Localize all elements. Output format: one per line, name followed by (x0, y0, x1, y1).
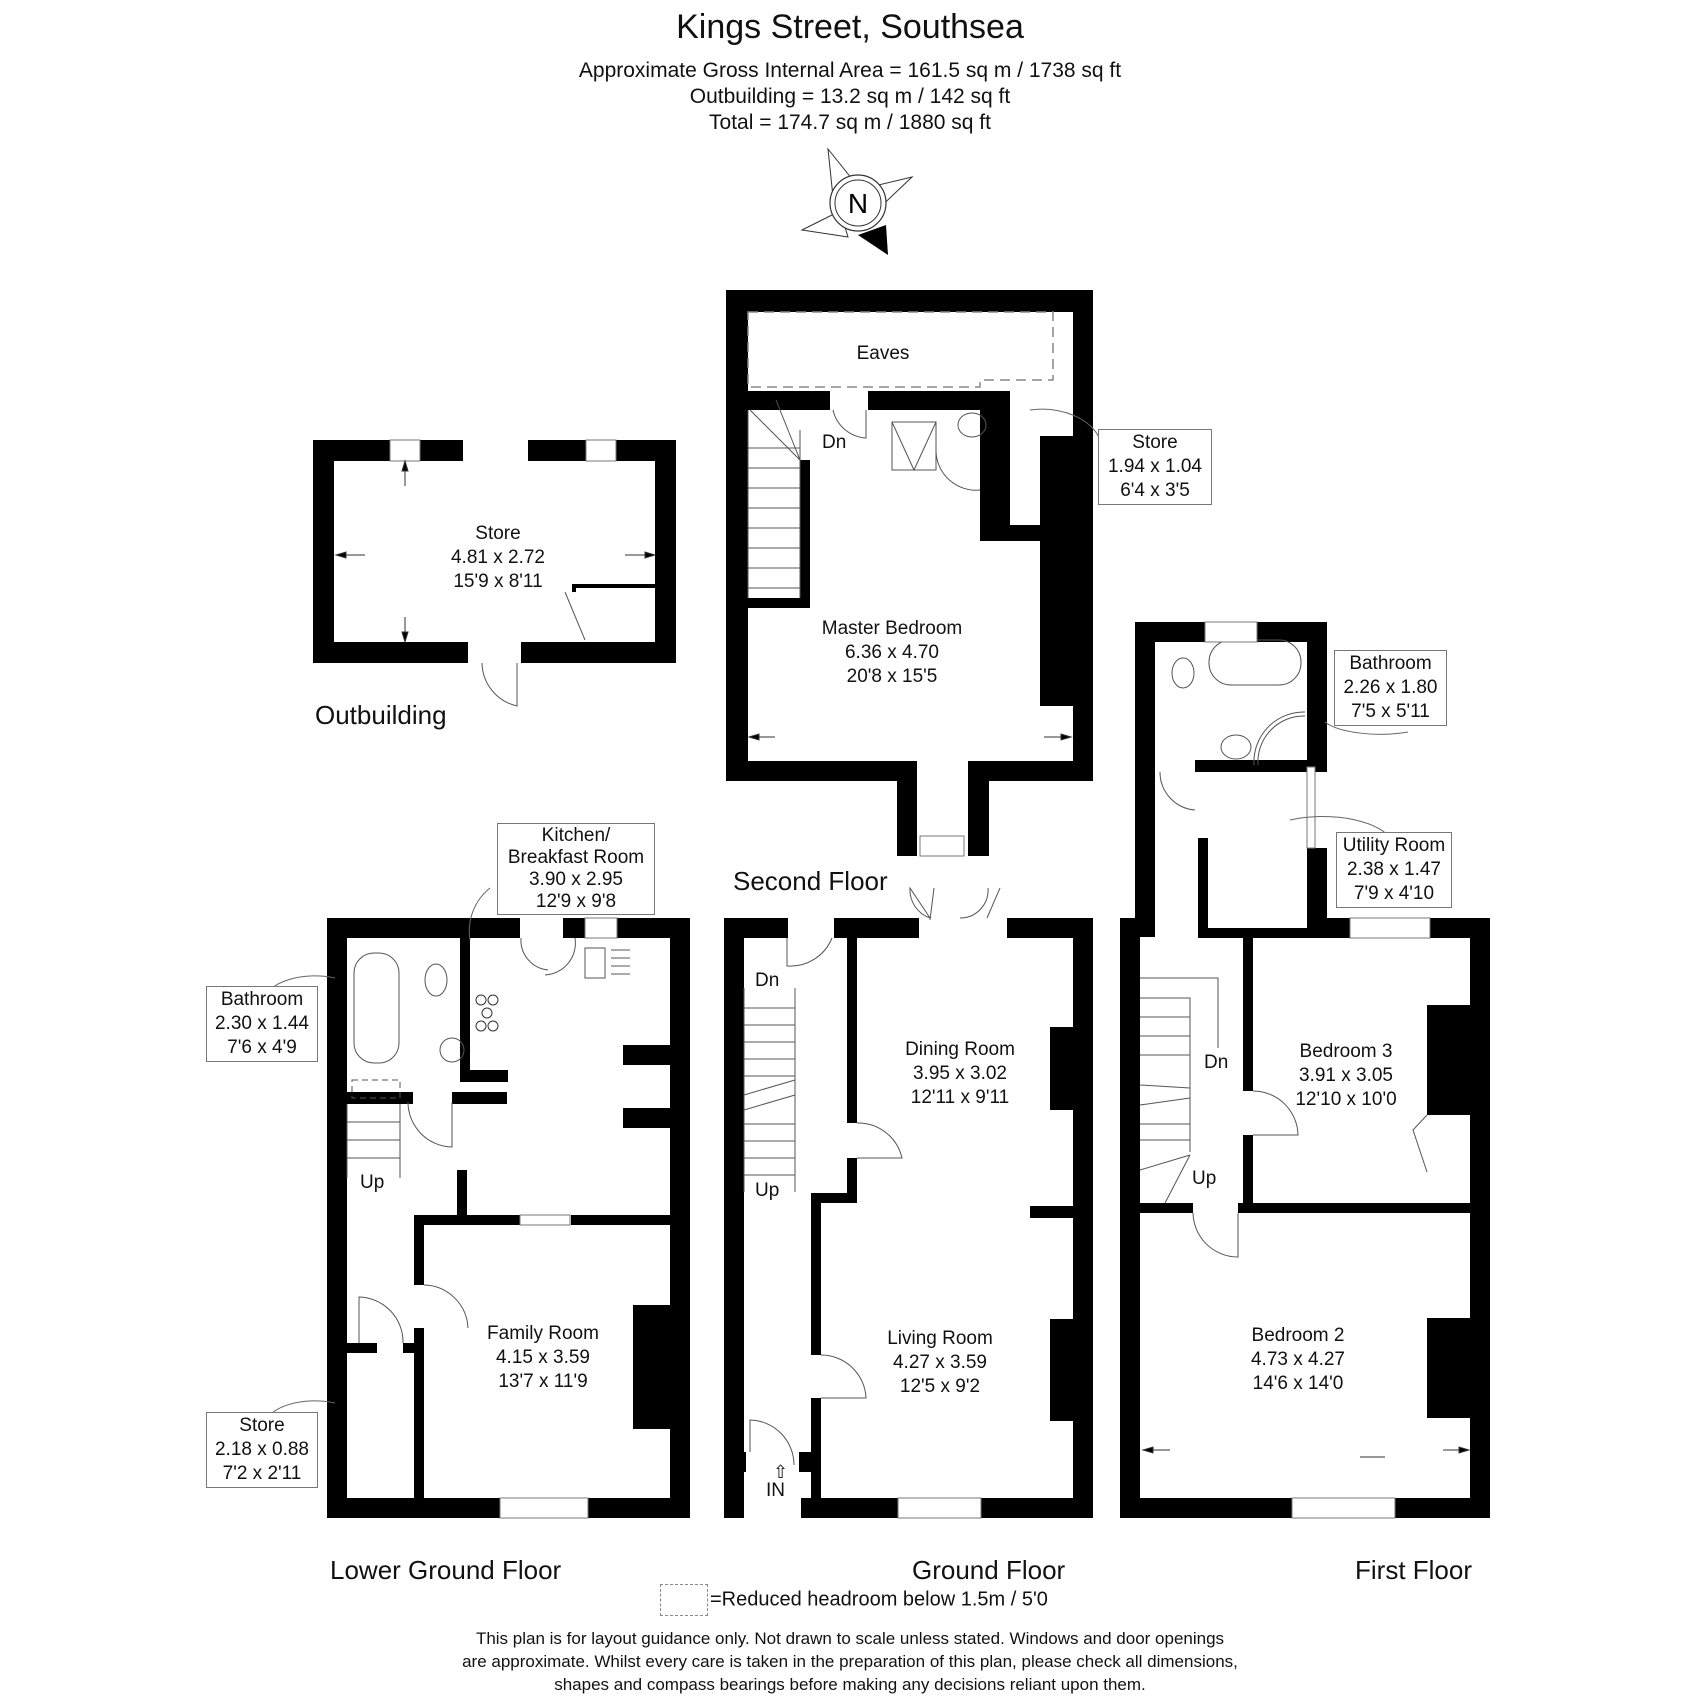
callout-kitchen-breakfast-room: Kitchen/ Breakfast Room 3.90 x 2.95 12'9… (497, 823, 655, 915)
room-name: Master Bedroom (821, 618, 963, 639)
entrance-label: IN (766, 1480, 785, 1501)
eaves-label: Eaves (856, 343, 910, 364)
disclaimer-line-2: are approximate. Whilst every care is ta… (462, 1652, 1238, 1671)
room-label-living-room: Living Room 4.27 x 3.59 12'5 x 9'2 (887, 1327, 993, 1399)
room-name: Family Room (487, 1323, 599, 1344)
room-imperial: 14'6 x 14'0 (1252, 1373, 1344, 1394)
callout-lower-bathroom: Bathroom 2.30 x 1.44 7'6 x 4'9 (206, 986, 318, 1062)
room-label-dining-room: Dining Room 3.95 x 3.02 12'11 x 9'11 (905, 1038, 1015, 1110)
room-metric: 3.95 x 3.02 (912, 1063, 1008, 1084)
floor-label-lower-ground-floor: Lower Ground Floor (330, 1555, 562, 1585)
room-metric: 3.91 x 3.05 (1298, 1065, 1394, 1086)
room-name: Dining Room (905, 1039, 1015, 1060)
outbuilding-area: Outbuilding = 13.2 sq m / 142 sq ft (689, 85, 1011, 108)
room-imperial: 20'8 x 15'5 (846, 666, 938, 687)
walls (313, 290, 1490, 1518)
floor-label-ground-floor: Ground Floor (912, 1555, 1066, 1585)
room-name: Bedroom 3 (1299, 1041, 1393, 1062)
room-label-master-bedroom: Master Bedroom 6.36 x 4.70 20'8 x 15'5 (822, 617, 962, 689)
room-label-bedroom-3: Bedroom 3 3.91 x 3.05 12'10 x 10'0 (1295, 1040, 1396, 1112)
stair-down-label-first: Dn (1204, 1052, 1229, 1073)
room-metric: 4.81 x 2.72 (450, 547, 546, 568)
room-name: Store (475, 523, 521, 544)
room-imperial: 15'9 x 8'11 (453, 571, 543, 592)
room-imperial: 13'7 x 11'9 (498, 1371, 588, 1392)
svg-text:N: N (848, 188, 868, 219)
stair-up-label-ground: Up (755, 1180, 780, 1201)
callout-utility-room: Utility Room 2.38 x 1.47 7'9 x 4'10 (1336, 832, 1452, 908)
room-imperial: 12'10 x 10'0 (1295, 1089, 1397, 1110)
stair-up-label-first: Up (1192, 1168, 1217, 1189)
total-area: Total = 174.7 sq m / 1880 sq ft (709, 111, 991, 134)
floor-label-outbuilding: Outbuilding (315, 700, 447, 730)
plan-title: Kings Street, Southsea (676, 8, 1024, 46)
legend-text: =Reduced headroom below 1.5m / 5'0 (710, 1588, 1048, 1611)
floor-label-first-floor: First Floor (1355, 1555, 1472, 1585)
dashed-area-legend-icon (660, 1584, 708, 1616)
room-label-family-room: Family Room 4.15 x 3.59 13'7 x 11'9 (487, 1322, 599, 1394)
room-imperial: 12'11 x 9'11 (910, 1087, 1010, 1108)
callout-second-floor-store: Store 1.94 x 1.04 6'4 x 3'5 (1098, 429, 1212, 505)
room-metric: 6.36 x 4.70 (844, 642, 940, 663)
gross-internal-area: Approximate Gross Internal Area = 161.5 … (578, 59, 1122, 82)
disclaimer-line-3: shapes and compass bearings before makin… (554, 1675, 1146, 1694)
room-metric: 4.27 x 3.59 (892, 1352, 988, 1373)
room-metric: 4.73 x 4.27 (1250, 1349, 1346, 1370)
room-metric: 4.15 x 3.59 (495, 1347, 591, 1368)
floor-label-second-floor: Second Floor (733, 866, 888, 896)
room-name: Bedroom 2 (1251, 1325, 1345, 1346)
room-label-bedroom-2: Bedroom 2 4.73 x 4.27 14'6 x 14'0 (1251, 1324, 1345, 1396)
room-name: Living Room (887, 1328, 993, 1349)
entrance-arrow-icon: ⇧ (773, 1462, 789, 1482)
callout-first-floor-bathroom: Bathroom 2.26 x 1.80 7'5 x 5'11 (1334, 650, 1447, 726)
room-imperial: 12'5 x 9'2 (899, 1376, 981, 1397)
stair-up-label-lower: Up (360, 1172, 385, 1193)
stair-down-label: Dn (822, 432, 847, 453)
headroom-legend: =Reduced headroom below 1.5m / 5'0 (660, 1584, 1048, 1616)
room-label-outbuilding-store: Store 4.81 x 2.72 15'9 x 8'11 (451, 522, 545, 594)
stair-down-label-ground: Dn (755, 970, 780, 991)
compass-rose-icon: N (800, 147, 914, 255)
disclaimer-line-1: This plan is for layout guidance only. N… (475, 1629, 1225, 1648)
callout-lower-store: Store 2.18 x 0.88 7'2 x 2'11 (206, 1412, 318, 1488)
